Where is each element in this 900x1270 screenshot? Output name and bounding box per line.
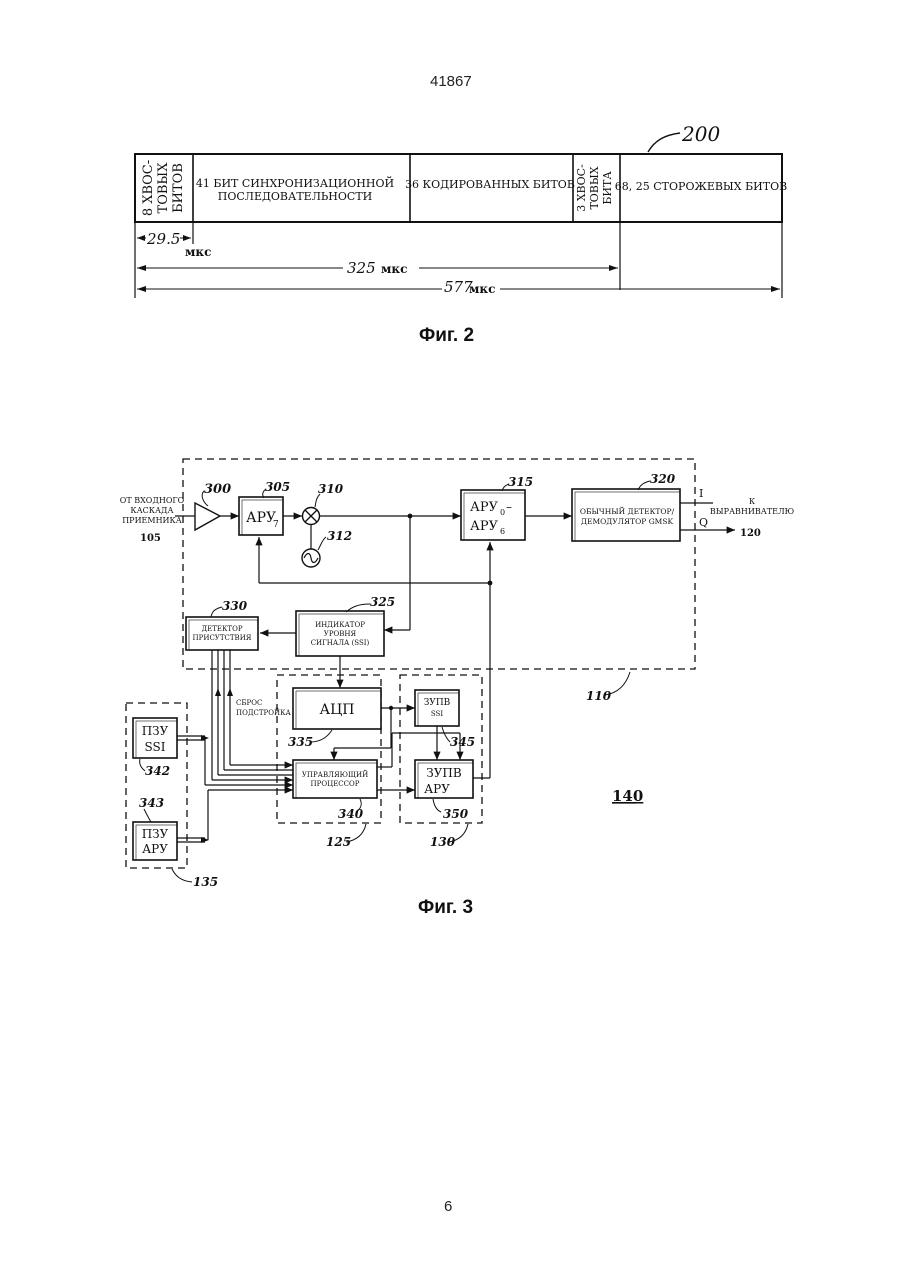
- detector-line1: ОБЫЧНЫЙ ДЕТЕКТОР/: [580, 507, 675, 516]
- input-ref-105: 105: [140, 533, 161, 544]
- cpu-line1: УПРАВЛЯЮЩИЙ: [302, 770, 368, 779]
- output-label-line2: ВЫРАВНИВАТЕЛЮ: [710, 507, 795, 516]
- reset-label-line2: ПОДСТРОЙКА: [236, 708, 292, 717]
- fig3-block-diagram: 110 125 130 135 140 ОТ ВХОДНОГО КАСКАДА …: [0, 440, 900, 910]
- fig2-ref-200: 200: [681, 122, 720, 146]
- ref-140: 140: [612, 787, 643, 805]
- ref-325: 325: [370, 595, 395, 609]
- ref-345: 345: [450, 735, 475, 749]
- output-ref-120: 120: [740, 528, 761, 539]
- fig2-dim-325: 325: [347, 259, 376, 277]
- ref-135: 135: [193, 875, 218, 889]
- fig2-field-tail2: 3 ХВОС- ТОВЫХ БИТА: [575, 164, 614, 212]
- fig2-dim-325-unit: мкс: [381, 262, 407, 276]
- presence-line2: ПРИСУТСТВИЯ: [193, 634, 252, 642]
- fig2-field-tail1: 8 ХВОС- ТОВЫХ БИТОВ: [141, 160, 186, 216]
- ssi-line1: ИНДИКАТОР: [315, 621, 365, 629]
- ram-ssi-line2: SSI: [431, 710, 443, 718]
- svg-text:3 ХВОС-: 3 ХВОС-: [575, 164, 588, 212]
- fig2-burst-diagram: 200 8 ХВОС- ТОВЫХ БИТОВ 41 БИТ СИНХРОНИЗ…: [0, 0, 900, 360]
- ram-ssi-line1: ЗУПВ: [424, 698, 451, 708]
- input-label-line1: ОТ ВХОДНОГО: [120, 496, 185, 505]
- ref-110: 110: [586, 689, 612, 703]
- fig2-dim-29-5: 29.5: [146, 230, 180, 248]
- page-footer-number: 6: [444, 1198, 452, 1215]
- fig2-field-sync-line2: ПОСЛЕДОВАТЕЛЬНОСТИ: [218, 190, 373, 203]
- rom-ssi-line2: SSI: [145, 740, 166, 754]
- svg-text:ТОВЫХ: ТОВЫХ: [156, 162, 171, 214]
- fig2-dim-29-5-unit: мкс: [185, 245, 211, 259]
- presence-line1: ДЕТЕКТОР: [201, 625, 242, 633]
- agc6-line2: АРУ: [470, 519, 499, 534]
- input-label-line3: ПРИЕМНИКА: [122, 516, 182, 525]
- fig2-ref-leader: [648, 133, 680, 152]
- svg-text:БИТА: БИТА: [601, 171, 614, 205]
- fig2-field-sync-line1: 41 БИТ СИНХРОНИЗАЦИОННОЙ: [196, 176, 394, 190]
- ref-343: 343: [139, 796, 164, 810]
- fig3-caption: Фиг. 3: [418, 897, 473, 919]
- fig2-field-guard: 68, 25 СТОРОЖЕВЫХ БИТОВ: [615, 180, 787, 193]
- svg-text:8 ХВОС-: 8 ХВОС-: [141, 160, 156, 216]
- fig2-dim-577-unit: мкс: [469, 282, 495, 296]
- svg-text:ТОВЫХ: ТОВЫХ: [588, 166, 601, 209]
- ssi-line2: УРОВНЯ: [324, 630, 357, 638]
- rom-agc-line1: ПЗУ: [142, 827, 169, 841]
- svg-text:–: –: [506, 500, 512, 514]
- input-label-line2: КАСКАДА: [130, 506, 173, 515]
- svg-text:0: 0: [500, 508, 505, 517]
- reset-label-line1: СБРОС: [236, 699, 262, 707]
- svg-text:БИТОВ: БИТОВ: [171, 163, 186, 213]
- ref-300: 300: [204, 482, 231, 497]
- ref-335: 335: [288, 735, 313, 749]
- ref-310: 310: [318, 482, 344, 496]
- ref-130: 130: [430, 835, 456, 849]
- output-i-label: I: [699, 487, 703, 500]
- agc0-line1: АРУ: [470, 500, 499, 515]
- detector-line2: ДЕМОДУЛЯТОР GMSK: [581, 517, 674, 526]
- ram-agc-line2: АРУ: [424, 782, 450, 796]
- ram-agc-line1: ЗУПВ: [426, 766, 462, 780]
- output-q-label: Q: [699, 516, 708, 529]
- rom-agc-line2: АРУ: [142, 842, 168, 856]
- adc-label: АЦП: [319, 702, 354, 718]
- agc7-label: АРУ: [246, 510, 276, 526]
- ref-320: 320: [650, 472, 676, 486]
- ref-330: 330: [222, 599, 248, 613]
- ram-ssi-block: [415, 690, 459, 726]
- ref-305: 305: [265, 480, 290, 494]
- amplifier-icon: [195, 503, 220, 530]
- rom-ssi-line1: ПЗУ: [142, 724, 169, 738]
- ref-315: 315: [508, 475, 533, 489]
- fig2-caption: Фиг. 2: [419, 325, 474, 347]
- ref-350: 350: [443, 807, 469, 821]
- fig2-field-coded: 36 КОДИРОВАННЫХ БИТОВ: [405, 178, 575, 191]
- cpu-line2: ПРОЦЕССОР: [311, 780, 360, 788]
- control-processor-block: [293, 760, 377, 798]
- agc7-sub: 7: [273, 520, 279, 530]
- ssi-line3: СИГНАЛА (SSI): [311, 639, 370, 647]
- svg-text:6: 6: [500, 527, 505, 536]
- output-label-line1: К: [749, 497, 756, 506]
- ref-312: 312: [327, 529, 352, 543]
- ref-342: 342: [145, 764, 170, 778]
